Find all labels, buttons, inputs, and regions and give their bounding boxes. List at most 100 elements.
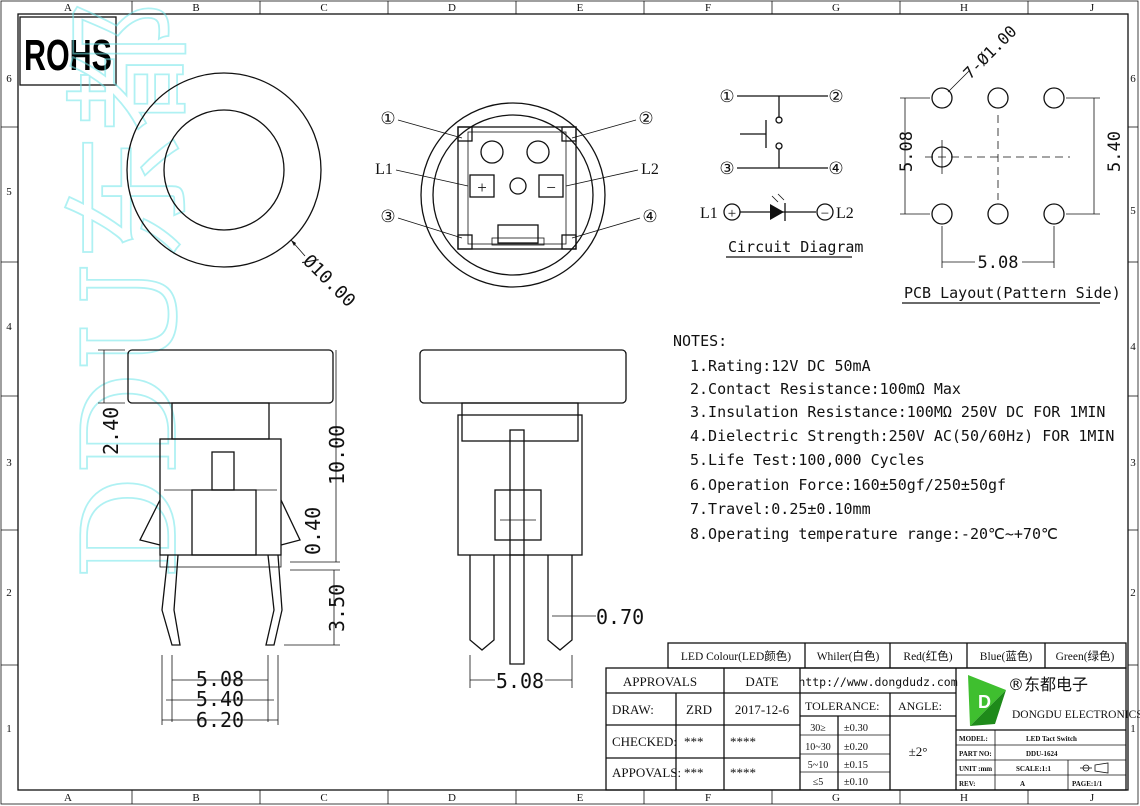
pcb-layout: 7-Ø1.00 5.08 5.40 5.08 PCB Layout(Patter… xyxy=(897,22,1125,304)
tol-range-3: 5~10 xyxy=(808,760,828,771)
pcb-hole-dim: 7-Ø1.00 xyxy=(959,22,1020,83)
grid-col-f-bottom: F xyxy=(705,792,711,804)
grid-col-e-bottom: E xyxy=(577,792,584,804)
tolerance-label: TOLERANCE: xyxy=(805,699,879,713)
title-block: APPROVALS DATE http://www.dongdudz.com D… xyxy=(605,667,1140,791)
circuit-pin-3: ③ xyxy=(719,159,734,178)
top-pin-3: ③ xyxy=(380,207,395,226)
notes-heading: NOTES: xyxy=(673,332,727,350)
watermark: DDU东都 xyxy=(53,1,207,581)
top-pin-1: ① xyxy=(380,109,395,128)
led-colour-white: Whiler(白色) xyxy=(817,649,880,663)
model-label: MODEL: xyxy=(959,735,988,743)
grid-col-f-top: F xyxy=(705,2,711,14)
company-name-cn: ®东都电子 xyxy=(1008,675,1088,694)
dim-620: 6.20 xyxy=(196,708,244,732)
note-6: 6.Operation Force:160±50gf/250±50gf xyxy=(690,476,1006,494)
note-2: 2.Contact Resistance:100mΩ Max xyxy=(690,380,961,398)
grid-col-h-top: H xyxy=(960,2,968,14)
side-view-right: 5.08 0.70 xyxy=(419,349,644,693)
circuit-title: Circuit Diagram xyxy=(728,238,863,256)
rohs-box xyxy=(19,16,117,86)
tol-range-2: 10~30 xyxy=(805,742,830,753)
projection-icon xyxy=(1080,762,1109,774)
svg-text:D: D xyxy=(978,692,991,712)
watermark-text: DDU东都 xyxy=(54,2,206,580)
grid-col-j-bottom: J xyxy=(1090,792,1095,804)
appovals-label: APPOVALS: xyxy=(612,765,681,780)
grid-row-2-left: 2 xyxy=(6,587,12,599)
grid-col-d-top: D xyxy=(448,2,456,14)
top-pin-4: ④ xyxy=(642,207,657,226)
checked-date: **** xyxy=(730,734,756,749)
grid-col-a-bottom: A xyxy=(64,792,72,804)
company-url: http://www.dongdudz.com xyxy=(798,675,957,689)
circuit-diagram: ① ② ③ ④ L1 + − L2 Circuit Diagram xyxy=(700,87,863,258)
tol-value-2: ±0.20 xyxy=(844,742,868,753)
note-5: 5.Life Test:100,000 Cycles xyxy=(690,451,925,469)
grid-row-1-right: 1 xyxy=(1130,723,1136,735)
grid-row-3-right: 3 xyxy=(1130,457,1136,469)
circuit-pin-1: ① xyxy=(719,87,734,106)
grid-col-b-bottom: B xyxy=(192,792,199,804)
grid-col-a-top: A xyxy=(64,2,72,14)
grid-col-b-top: B xyxy=(192,2,199,14)
top-l1-label: L1 xyxy=(375,161,393,178)
led-minus-pad xyxy=(538,174,564,198)
grid-row-4-left: 4 xyxy=(6,321,12,333)
grid-col-c-bottom: C xyxy=(320,792,327,804)
note-3: 3.Insulation Resistance:100MΩ 250V DC FO… xyxy=(690,403,1105,421)
checked-label: CHECKED: xyxy=(612,734,677,749)
note-1: 1.Rating:12V DC 50mA xyxy=(690,357,871,375)
part-label: PART NO: xyxy=(959,750,992,758)
company-name-en: DONGDU ELECTRONICS xyxy=(1012,709,1140,721)
grid-row-3-left: 3 xyxy=(6,457,12,469)
circuit-plus: + xyxy=(728,206,736,222)
led-colour-green: Green(绿色) xyxy=(1056,649,1115,663)
appovals-by: *** xyxy=(684,765,704,780)
pcb-dim-508-vertical: 5.08 xyxy=(897,131,917,172)
tol-value-1: ±0.30 xyxy=(844,723,868,734)
grid-row-5-right: 5 xyxy=(1130,205,1136,217)
top-view: + − ① ② ③ ④ L1 L2 xyxy=(375,102,659,288)
angle-value: ±2° xyxy=(909,744,928,759)
pcb-title: PCB Layout(Pattern Side) xyxy=(904,284,1121,302)
dim-540: 5.40 xyxy=(196,687,244,711)
grid-row-1-left: 1 xyxy=(6,723,12,735)
draw-date: 2017-12-6 xyxy=(735,702,790,717)
minus-label: − xyxy=(546,178,556,197)
circuit-l2: L2 xyxy=(836,205,854,222)
top-pin-2: ② xyxy=(638,109,653,128)
checked-by: *** xyxy=(684,734,704,749)
dim-240: 2.40 xyxy=(99,407,123,455)
front-inner-circle xyxy=(163,109,285,231)
notes-block: NOTES: 1.Rating:12V DC 50mA 2.Contact Re… xyxy=(673,332,1114,543)
grid-row-5-left: 5 xyxy=(6,186,12,198)
top-l2-label: L2 xyxy=(641,161,659,178)
grid-col-g-top: G xyxy=(832,2,840,14)
led-colour-red: Red(红色) xyxy=(903,649,952,663)
pcb-dim-508-horizontal: 5.08 xyxy=(978,253,1019,273)
date-header: DATE xyxy=(745,674,778,689)
tol-range-4: ≤5 xyxy=(813,777,824,788)
rev-value: A xyxy=(1020,780,1025,788)
led-colour-table: LED Colour(LED颜色) Whiler(白色) Red(红色) Blu… xyxy=(667,642,1127,669)
note-7: 7.Travel:0.25±0.10mm xyxy=(690,500,871,518)
grid-col-j-top: J xyxy=(1090,2,1095,14)
note-8: 8.Operating temperature range:-20℃~+70℃ xyxy=(690,525,1058,543)
led-plus-pad xyxy=(469,174,495,198)
rev-label: REV: xyxy=(959,780,975,788)
front-outer-circle xyxy=(126,72,322,268)
side-view-left: 2.40 10.00 0.40 3.50 5.08 5.40 6.20 xyxy=(98,349,349,732)
tol-value-4: ±0.10 xyxy=(844,777,868,788)
inner-frame xyxy=(17,13,1129,791)
circuit-pin-2: ② xyxy=(828,87,843,106)
grid-col-g-bottom: G xyxy=(832,792,840,804)
led-diode-symbol xyxy=(770,204,784,220)
top-view-housing xyxy=(457,126,577,250)
dim-508-left: 5.08 xyxy=(196,667,244,691)
grid-col-d-bottom: D xyxy=(448,792,456,804)
pcb-dim-540-vertical: 5.40 xyxy=(1105,131,1125,172)
